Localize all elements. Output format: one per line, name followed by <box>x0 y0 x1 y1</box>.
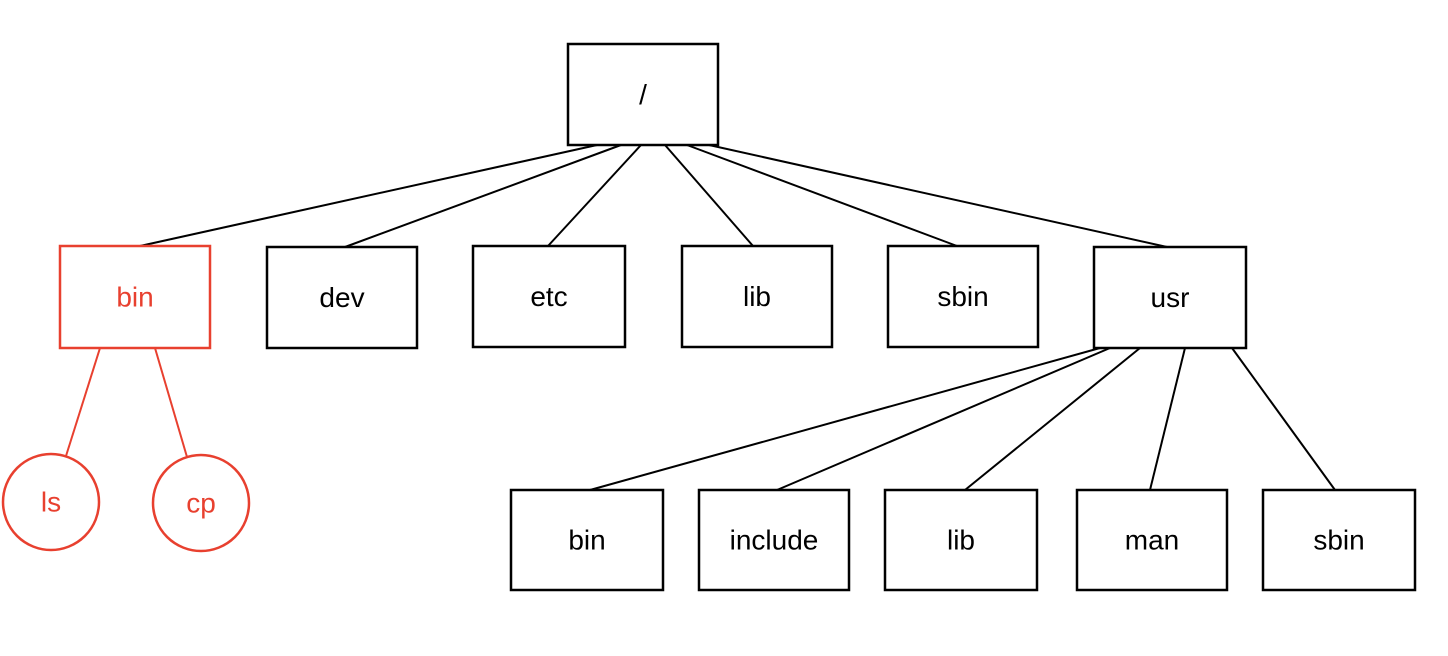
node-dev: dev <box>265 245 419 350</box>
node-label-lib-1: lib <box>743 281 771 312</box>
node-lib-1: lib <box>680 244 834 349</box>
sbin-2-box <box>1261 488 1417 592</box>
edge-usr-to-man <box>1149 347 1186 491</box>
node-usr: usr <box>1092 245 1248 350</box>
node-cp: cp <box>151 453 251 553</box>
edge-root-to-etc <box>547 144 642 247</box>
ls-circle <box>1 452 101 552</box>
node-label-sbin-2: sbin <box>1313 525 1364 556</box>
nodes-layer: / bin dev etc lib sbin usr ls cp bin include lib man… <box>1 42 1417 592</box>
cp-circle <box>151 453 251 553</box>
node-label-bin-2: bin <box>568 525 605 556</box>
usr-box <box>1092 245 1248 350</box>
edge-bin-1-to-cp <box>154 347 188 458</box>
node-root: / <box>566 42 720 147</box>
node-label-dev: dev <box>319 282 364 313</box>
edge-usr-to-lib-2 <box>964 347 1141 491</box>
dev-box <box>265 245 419 350</box>
node-label-include: include <box>730 525 819 556</box>
sbin-1-box <box>886 244 1040 349</box>
node-bin-1: bin <box>58 244 212 350</box>
include-box <box>697 488 851 592</box>
node-label-etc: etc <box>530 281 567 312</box>
edge-root-to-dev <box>344 144 622 248</box>
node-label-usr: usr <box>1151 282 1190 313</box>
node-label-cp: cp <box>186 488 216 519</box>
edge-root-to-usr <box>708 144 1168 248</box>
edge-root-to-bin-1 <box>139 144 598 247</box>
edge-usr-to-include <box>776 347 1111 491</box>
node-label-sbin-1: sbin <box>937 281 988 312</box>
node-etc: etc <box>471 244 627 349</box>
edge-root-to-sbin-1 <box>686 144 958 247</box>
bin-2-box <box>509 488 665 592</box>
node-sbin-2: sbin <box>1261 488 1417 592</box>
node-label-bin-1: bin <box>116 282 153 313</box>
node-label-man: man <box>1125 525 1179 556</box>
node-label-lib-2: lib <box>947 525 975 556</box>
edge-root-to-lib-1 <box>664 144 754 247</box>
etc-box <box>471 244 627 349</box>
node-label-ls: ls <box>41 487 61 518</box>
node-ls: ls <box>1 452 101 552</box>
edge-usr-to-sbin-2 <box>1231 347 1336 491</box>
bin-1-box <box>58 244 212 350</box>
edge-bin-1-to-ls <box>65 347 101 457</box>
node-bin-2: bin <box>509 488 665 592</box>
lib-1-box <box>680 244 834 349</box>
lib-2-box <box>883 488 1039 592</box>
root-box <box>566 42 720 147</box>
node-lib-2: lib <box>883 488 1039 592</box>
edges-layer <box>65 144 1336 491</box>
node-include: include <box>697 488 851 592</box>
node-sbin-1: sbin <box>886 244 1040 349</box>
node-man: man <box>1075 488 1229 592</box>
edge-usr-to-bin-2 <box>589 347 1101 491</box>
node-label-root: / <box>639 79 647 110</box>
man-box <box>1075 488 1229 592</box>
